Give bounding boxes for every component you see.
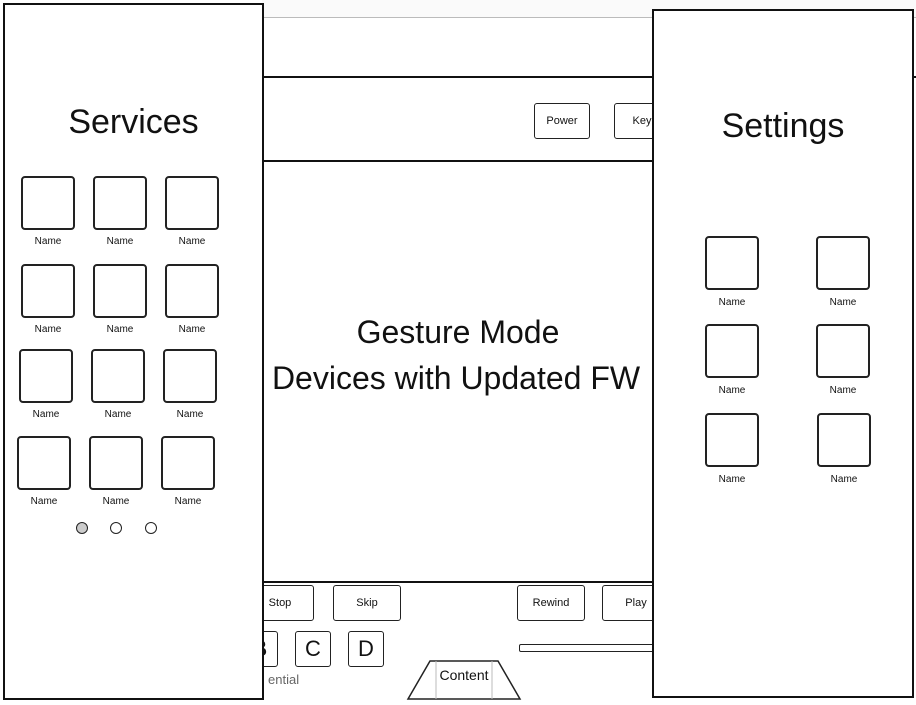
services-title: Services <box>68 103 199 141</box>
rewind-button[interactable]: Rewind <box>517 585 585 621</box>
settings-title: Settings <box>721 107 845 145</box>
skip-button[interactable]: Skip <box>333 585 401 621</box>
settings-tile[interactable] <box>705 413 759 467</box>
service-tile[interactable] <box>91 349 145 403</box>
service-tile[interactable] <box>17 436 71 490</box>
service-tile-label: Name <box>106 324 134 335</box>
service-tile-label: Name <box>32 409 60 420</box>
service-tile[interactable] <box>89 436 143 490</box>
settings-tile[interactable] <box>705 324 759 378</box>
letter-key-c[interactable]: C <box>295 631 331 667</box>
service-tile-label: Name <box>102 496 130 507</box>
bottom-bar-divider <box>262 581 662 583</box>
service-tile-label: Name <box>30 496 58 507</box>
service-tile[interactable] <box>19 349 73 403</box>
settings-tile[interactable] <box>816 324 870 378</box>
letter-key-d[interactable]: D <box>348 631 384 667</box>
service-tile[interactable] <box>165 264 219 318</box>
content-tab-shape <box>406 660 522 700</box>
service-tile-label: Name <box>174 496 202 507</box>
service-tile-label: Name <box>178 236 206 247</box>
service-tile[interactable] <box>161 436 215 490</box>
service-tile[interactable] <box>163 349 217 403</box>
service-tile-label: Name <box>104 409 132 420</box>
settings-tile-label: Name <box>829 297 857 308</box>
content-tab[interactable]: Content <box>406 659 522 700</box>
service-tile-label: Name <box>34 236 62 247</box>
service-tile[interactable] <box>21 176 75 230</box>
service-tile[interactable] <box>165 176 219 230</box>
page-dot[interactable] <box>110 522 122 534</box>
settings-tile-label: Name <box>829 385 857 396</box>
service-tile-label: Name <box>176 409 204 420</box>
gesture-mode-title: Gesture Mode <box>356 314 560 350</box>
top-bar-divider <box>262 160 662 162</box>
settings-tile[interactable] <box>705 236 759 290</box>
settings-tile-label: Name <box>718 385 746 396</box>
progress-slider[interactable] <box>519 644 659 652</box>
page-dot[interactable] <box>145 522 157 534</box>
service-tile-label: Name <box>178 324 206 335</box>
settings-tile-label: Name <box>718 297 746 308</box>
settings-tile-label: Name <box>718 474 746 485</box>
content-tab-label: Content <box>439 667 489 683</box>
service-tile[interactable] <box>93 176 147 230</box>
service-tile-label: Name <box>34 324 62 335</box>
page-dot[interactable] <box>76 522 88 534</box>
gesture-mode-subtitle: Devices with Updated FW <box>271 360 641 396</box>
settings-tile-label: Name <box>830 474 858 485</box>
settings-tile[interactable] <box>816 236 870 290</box>
gesture-panel <box>262 76 916 700</box>
power-button[interactable]: Power <box>534 103 590 139</box>
service-tile[interactable] <box>93 264 147 318</box>
service-tile-label: Name <box>106 236 134 247</box>
bottom-partial-text: ential <box>268 672 300 687</box>
settings-tile[interactable] <box>817 413 871 467</box>
service-tile[interactable] <box>21 264 75 318</box>
